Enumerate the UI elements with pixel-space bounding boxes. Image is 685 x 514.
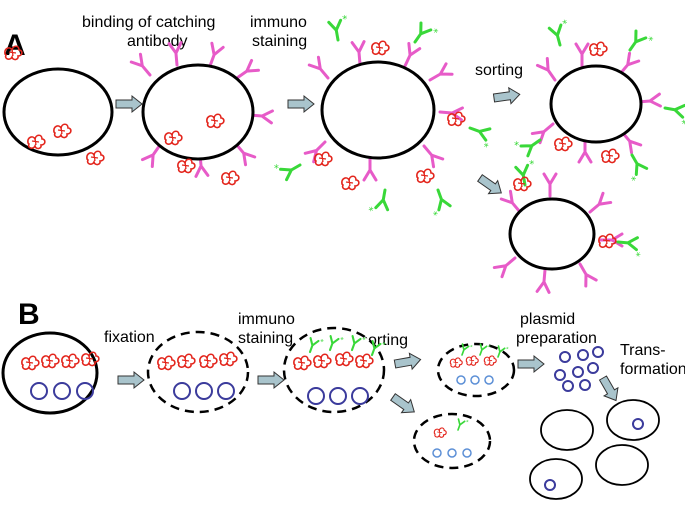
arrow-b4 bbox=[517, 355, 545, 373]
transformed-cells bbox=[529, 399, 660, 500]
label-immuno-a: immuno bbox=[250, 14, 307, 31]
arrow-a3-top bbox=[492, 85, 522, 107]
arrow-b1 bbox=[117, 371, 145, 389]
label-binding-catching: binding of catching bbox=[82, 14, 215, 31]
cell-a3 bbox=[271, 12, 497, 219]
arrow-b2 bbox=[257, 371, 285, 389]
label-preparation: preparation bbox=[516, 330, 597, 347]
label-fixation: fixation bbox=[104, 329, 155, 346]
label-formation: formation bbox=[620, 361, 685, 378]
cell-a1 bbox=[2, 45, 114, 166]
arrow-a3-bottom bbox=[474, 170, 507, 200]
label-staining-a: staining bbox=[252, 33, 307, 50]
plasmid-cluster bbox=[554, 346, 604, 392]
panel-b-letter: B bbox=[18, 298, 40, 331]
label-sorting-a: sorting bbox=[475, 62, 523, 79]
arrow-b3-top bbox=[393, 351, 423, 373]
cell-b3 bbox=[282, 326, 388, 414]
arrow-a2 bbox=[287, 95, 315, 113]
cell-b2 bbox=[146, 330, 250, 414]
arrow-b5 bbox=[595, 373, 624, 406]
cell-b5 bbox=[412, 412, 492, 470]
cell-a4 bbox=[511, 16, 685, 184]
cell-a2 bbox=[129, 41, 274, 186]
arrow-b3-bottom bbox=[387, 389, 420, 419]
label-staining-b: staining bbox=[238, 330, 293, 347]
label-immuno-b: immuno bbox=[238, 311, 295, 328]
cell-a5 bbox=[492, 157, 644, 294]
cell-b1 bbox=[1, 331, 100, 415]
cell-b4 bbox=[436, 341, 516, 398]
panel-a-letter: A bbox=[4, 29, 26, 62]
label-plasmid: plasmid bbox=[520, 311, 575, 328]
arrow-a1 bbox=[115, 95, 143, 113]
label-trans: Trans- bbox=[620, 342, 666, 359]
